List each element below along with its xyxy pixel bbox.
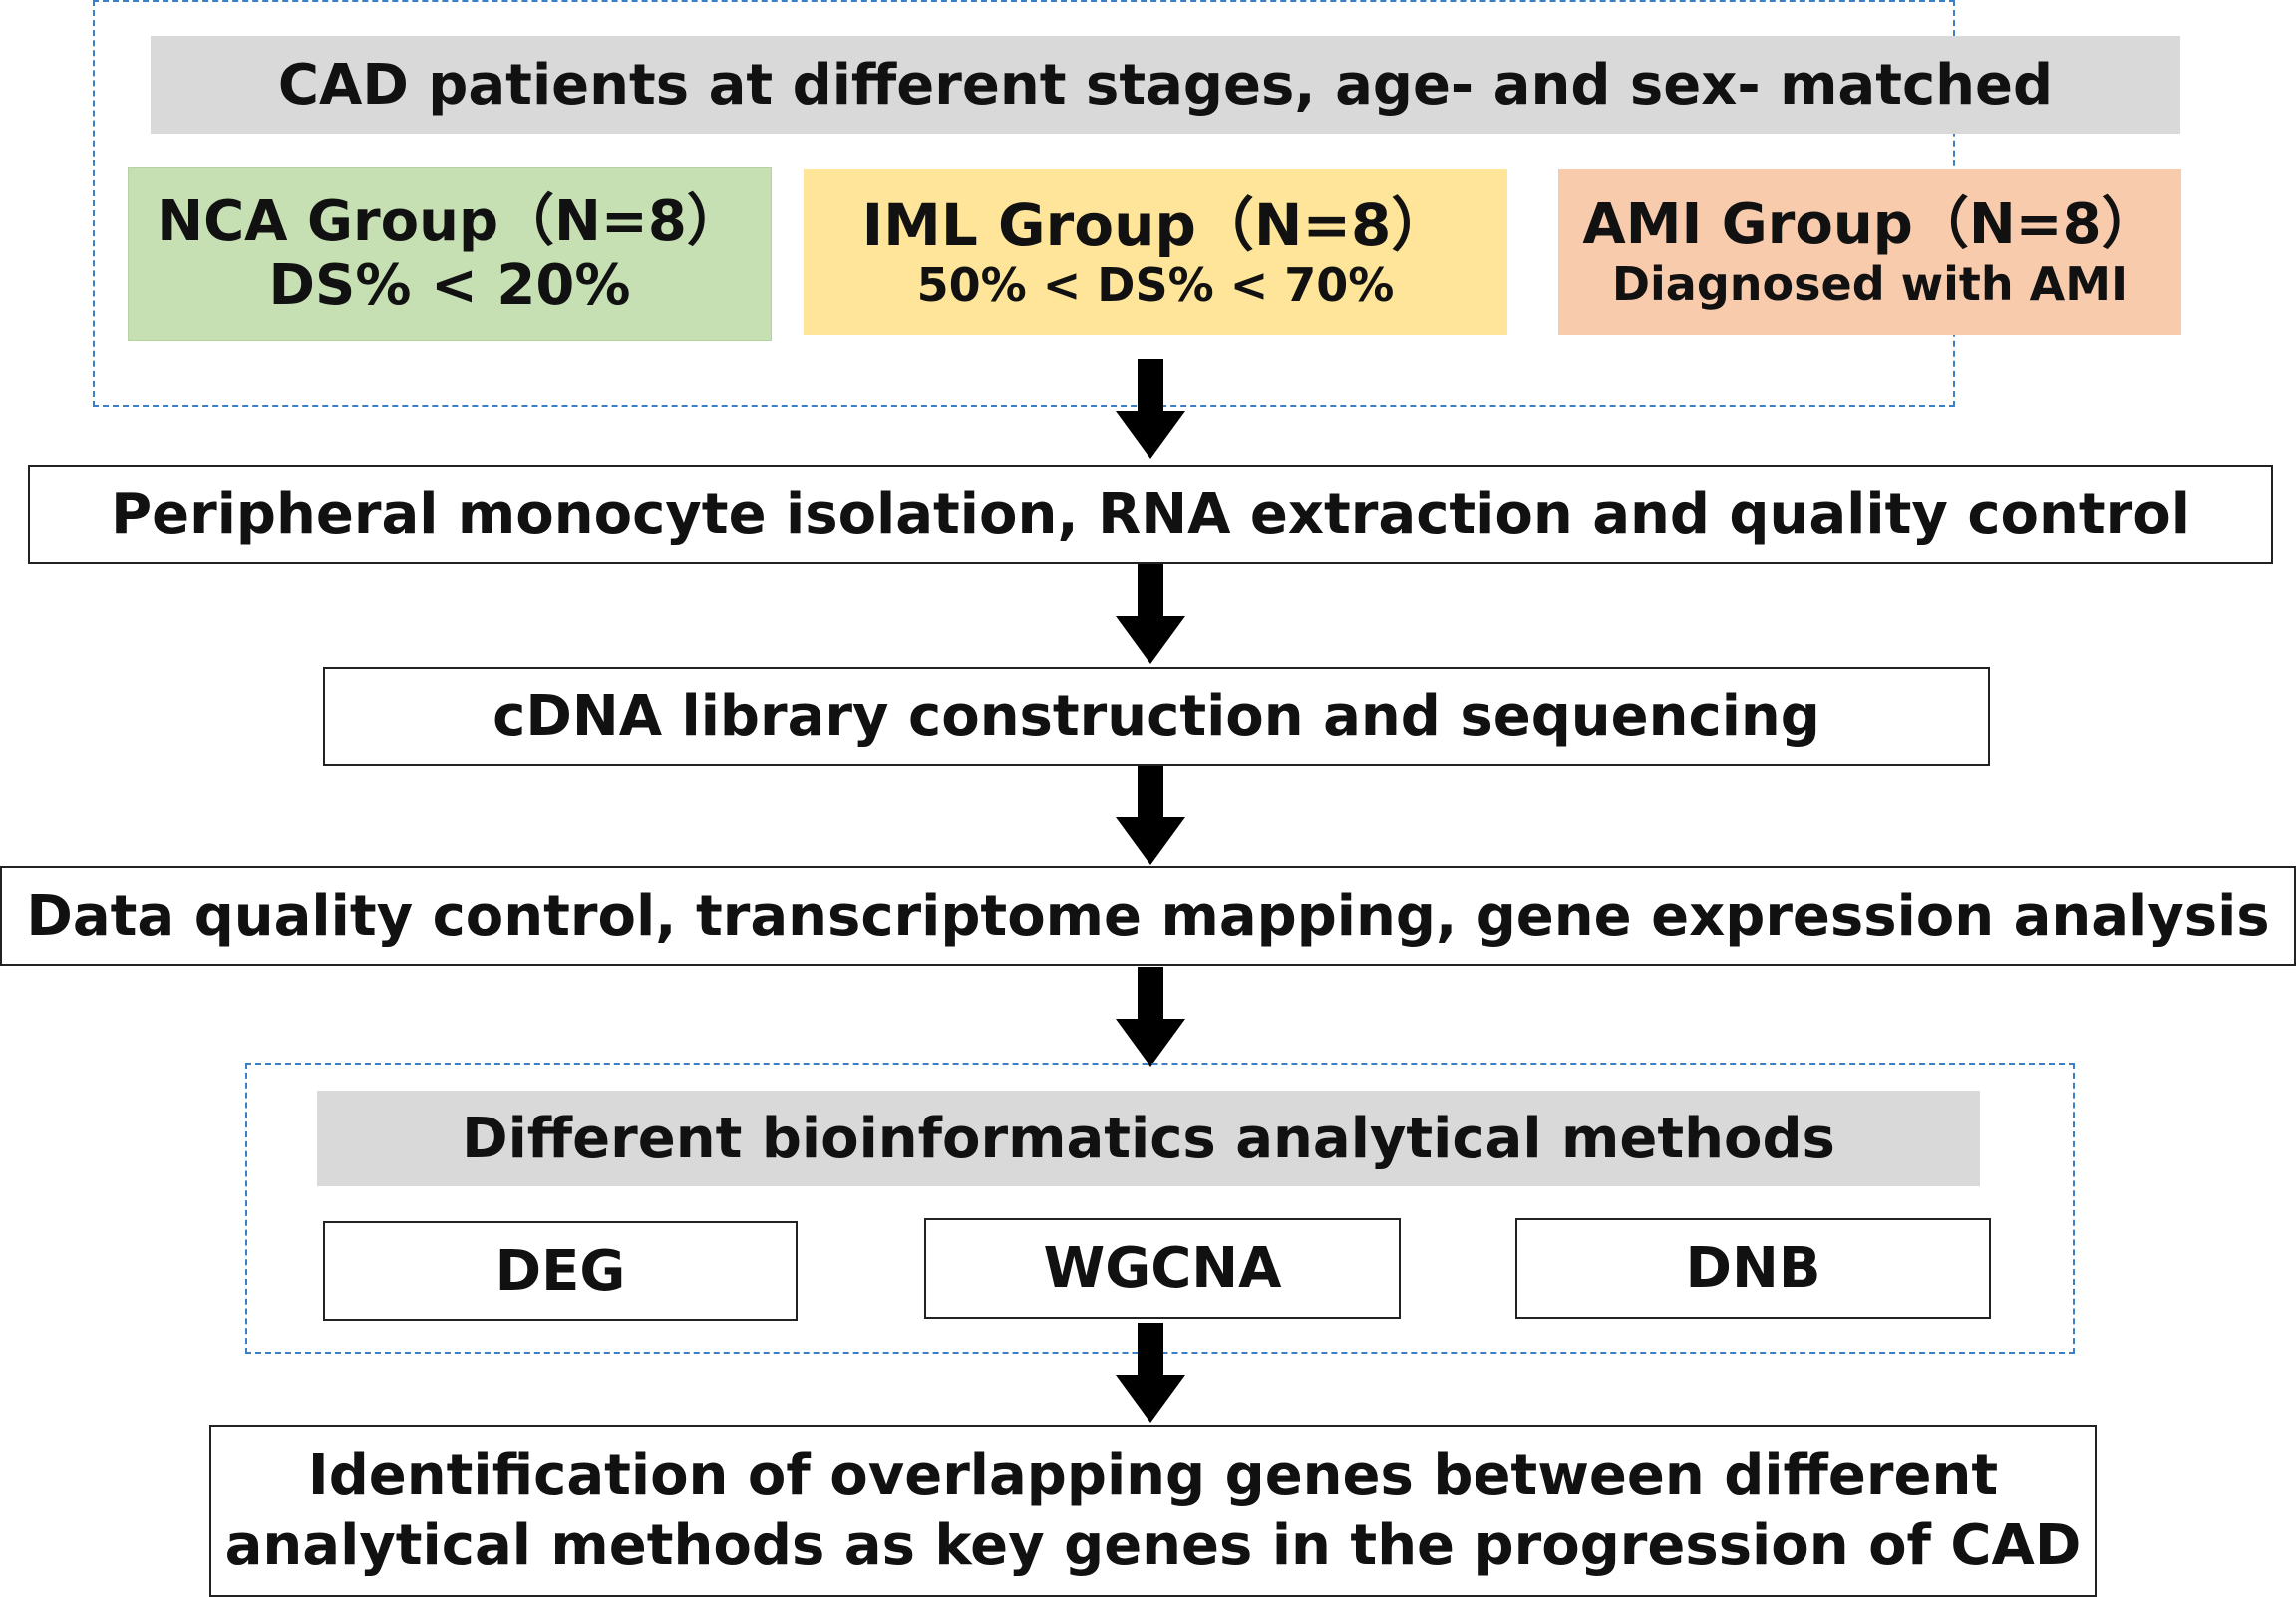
ami-group-criteria: Diagnosed with AMI xyxy=(1611,256,2129,311)
down-arrow-icon xyxy=(1116,1323,1185,1423)
step-cdna-library: cDNA library construction and sequencing xyxy=(323,667,1990,766)
nca-group-box: NCA Group（N=8） DS% < 20% xyxy=(128,167,772,341)
nca-group-criteria: DS% < 20% xyxy=(268,253,631,318)
down-arrow-icon xyxy=(1116,359,1185,459)
methods-header: Different bioinformatics analytical meth… xyxy=(317,1091,1980,1186)
iml-group-name: IML Group（N=8） xyxy=(861,191,1450,260)
final-line-1: Identification of overlapping genes betw… xyxy=(307,1442,1999,1508)
final-key-genes-box: Identification of overlapping genes betw… xyxy=(209,1425,2097,1597)
ami-group-box: AMI Group（N=8） Diagnosed with AMI xyxy=(1558,169,2181,335)
step-data-quality-control: Data quality control, transcriptome mapp… xyxy=(0,866,2296,966)
iml-group-criteria: 50% < DS% < 70% xyxy=(916,257,1395,312)
ami-group-name: AMI Group（N=8） xyxy=(1582,192,2157,258)
method-wgcna: WGCNA xyxy=(924,1218,1401,1319)
final-line-2: analytical methods as key genes in the p… xyxy=(224,1512,2082,1578)
iml-group-box: IML Group（N=8） 50% < DS% < 70% xyxy=(804,169,1507,335)
step-monocyte-isolation: Peripheral monocyte isolation, RNA extra… xyxy=(28,465,2273,564)
method-dnb: DNB xyxy=(1515,1218,1991,1319)
down-arrow-icon xyxy=(1116,967,1185,1067)
down-arrow-icon xyxy=(1116,766,1185,865)
nca-group-name: NCA Group（N=8） xyxy=(157,188,743,254)
method-deg: DEG xyxy=(323,1221,798,1321)
patients-header: CAD patients at different stages, age- a… xyxy=(151,36,2180,134)
down-arrow-icon xyxy=(1116,564,1185,664)
